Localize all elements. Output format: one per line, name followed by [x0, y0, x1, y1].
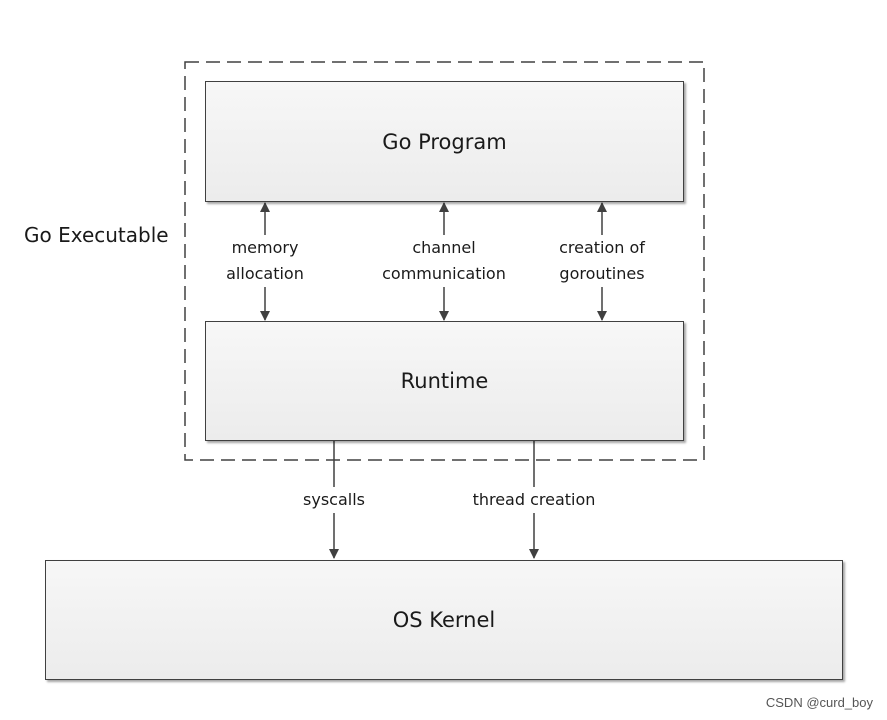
memory-allocation-line-1: memory — [231, 238, 299, 257]
runtime-label: Runtime — [400, 369, 489, 393]
thread-creation-label: thread creation — [464, 487, 604, 513]
channel-communication-line-2: communication — [382, 264, 506, 283]
syscalls-label: syscalls — [294, 487, 374, 513]
channel-communication-label: channel communication — [369, 235, 519, 287]
memory-allocation-label: memory allocation — [215, 235, 315, 287]
creation-of-goroutines-label: creation of goroutines — [542, 235, 662, 287]
watermark: CSDN @curd_boy — [765, 695, 873, 710]
channel-communication-line-1: channel — [412, 238, 476, 257]
creation-of-goroutines-line-2: goroutines — [559, 264, 645, 283]
runtime-box: Runtime — [205, 321, 684, 441]
memory-allocation-line-2: allocation — [226, 264, 304, 283]
os-kernel-box: OS Kernel — [45, 560, 843, 680]
go-program-box: Go Program — [205, 81, 684, 202]
go-executable-label: Go Executable — [24, 223, 169, 247]
go-program-label: Go Program — [382, 129, 507, 154]
os-kernel-label: OS Kernel — [392, 608, 496, 632]
go-executable-boundary — [184, 61, 705, 461]
creation-of-goroutines-line-1: creation of — [559, 238, 645, 257]
